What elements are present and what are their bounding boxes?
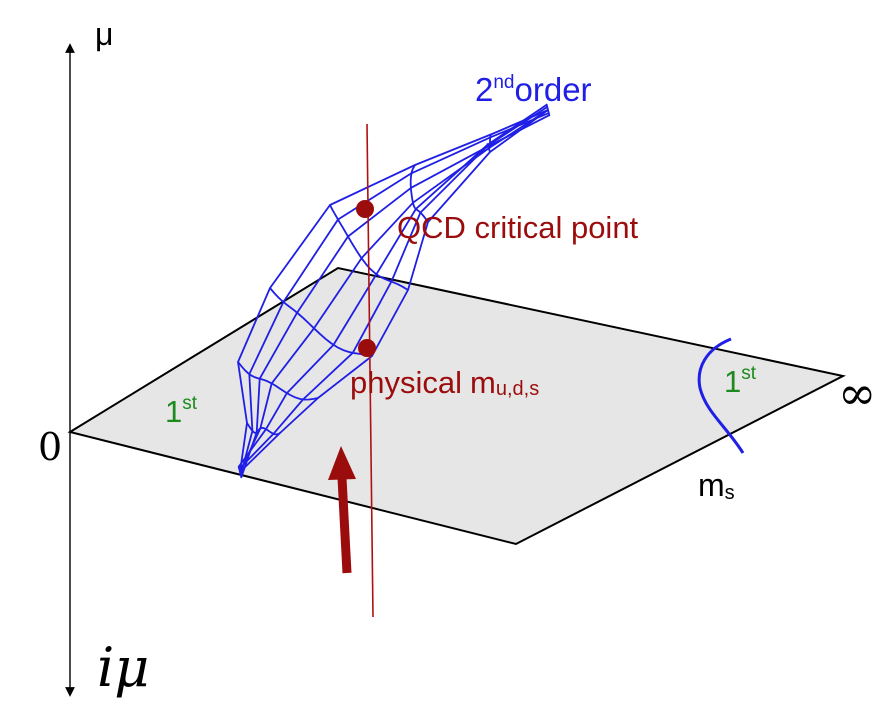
ms-axis-label: ms xyxy=(698,467,735,504)
mass-plane xyxy=(67,266,846,546)
first-order-right-label: 1st xyxy=(724,363,757,399)
critical-surface xyxy=(237,103,551,479)
infinity-label: ∞ xyxy=(838,366,876,420)
right-first-order-boundary xyxy=(697,337,745,454)
qcd-critical-point-label: QCD critical point xyxy=(397,210,639,245)
surface-long-line xyxy=(239,109,549,473)
surface-long-line xyxy=(239,112,550,476)
surface-long-line xyxy=(240,114,550,478)
approach-arrow xyxy=(337,477,352,574)
i-mu-label: iμ xyxy=(97,636,149,699)
surface-long-line xyxy=(237,103,548,468)
mu-label: μ xyxy=(95,16,113,52)
physical-point-marker xyxy=(358,339,376,357)
first-order-left-label: 1st xyxy=(165,393,198,429)
surface-long-line xyxy=(237,109,549,473)
approach-arrowhead xyxy=(328,446,356,480)
qcd-critical-point-marker xyxy=(356,200,374,218)
origin-label: 0 xyxy=(38,425,62,469)
surface-long-line xyxy=(238,106,548,470)
second-order-label: 2ndorder xyxy=(475,71,592,108)
